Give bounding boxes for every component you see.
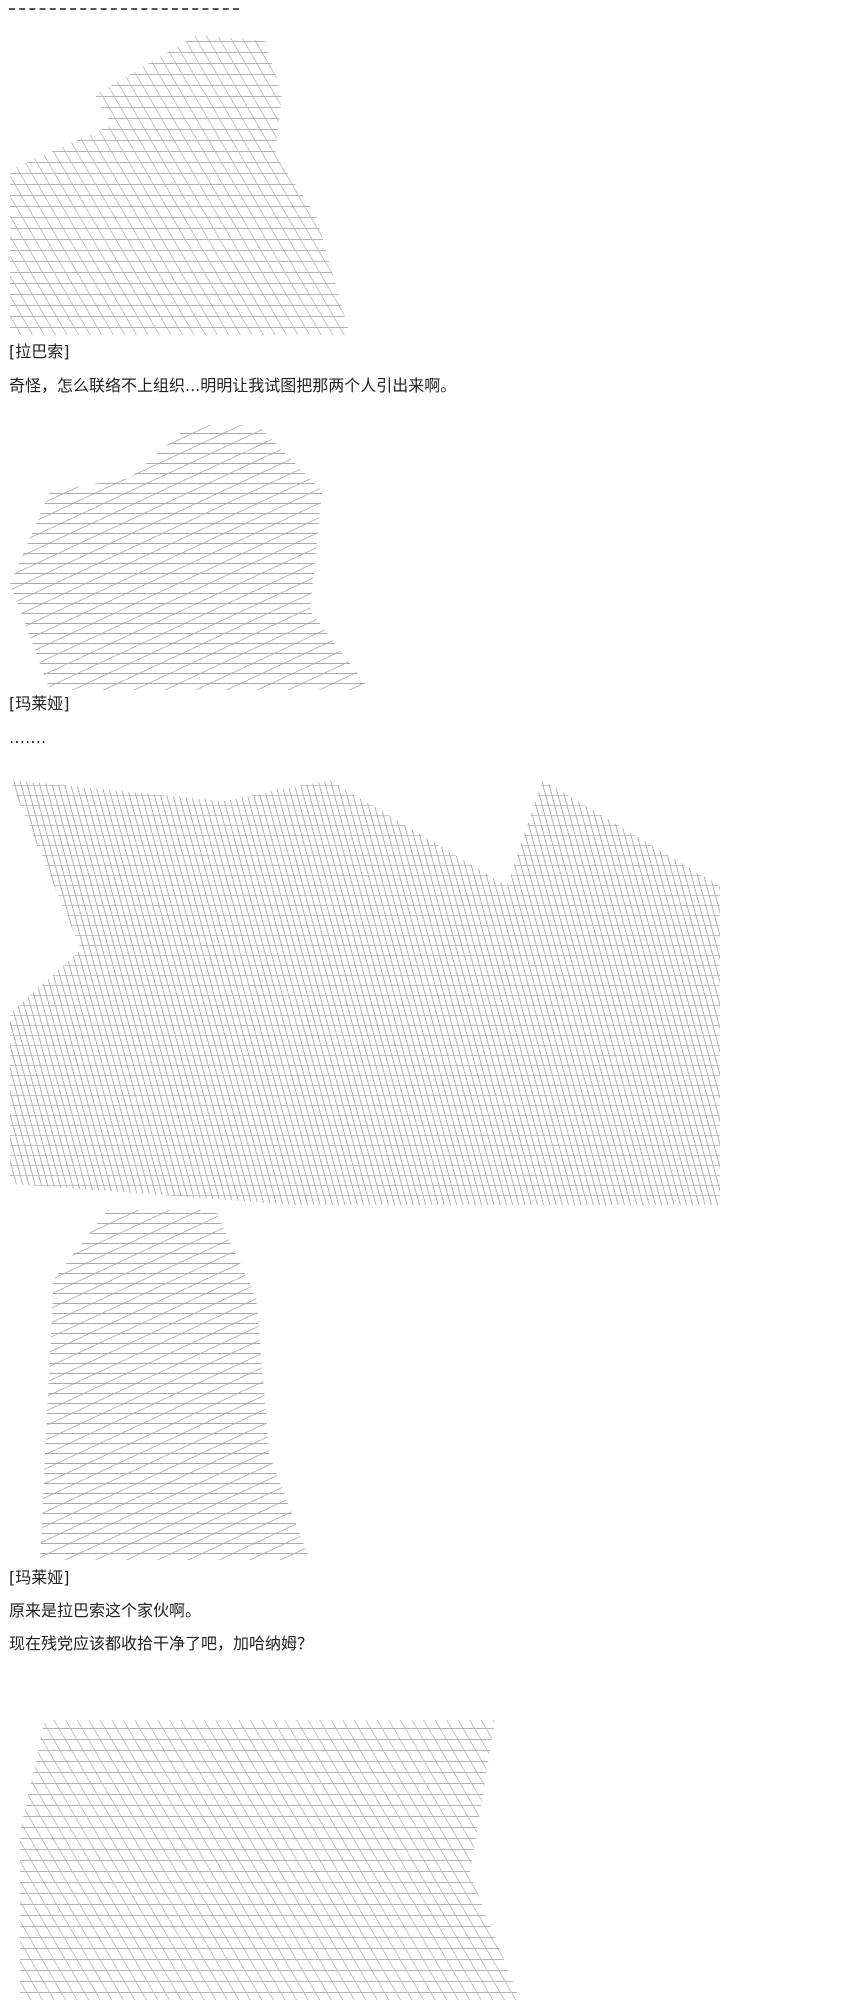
dialogue-line: 原来是拉巴索这个家伙啊。 bbox=[9, 1601, 202, 1620]
speaker-label: [拉巴索] bbox=[9, 342, 70, 361]
dialogue-line: 现在残党应该都收拾干净了吧，加哈纳姆？ bbox=[9, 1634, 314, 1653]
dialogue-line: 奇怪，怎么联络不上组织...明明让我试图把那两个人引出来啊。 bbox=[9, 376, 457, 395]
speaker-label: [玛莱娅] bbox=[9, 1568, 70, 1587]
separator-line bbox=[9, 8, 239, 10]
ascii-art-explosion bbox=[10, 780, 720, 1205]
dialogue-line: ……. bbox=[9, 728, 47, 747]
speaker-label: [玛莱娅] bbox=[9, 694, 70, 713]
ascii-art-rabasso bbox=[10, 35, 350, 335]
ascii-art-character bbox=[20, 1720, 520, 2000]
ascii-art-maleia-closeup bbox=[40, 1210, 310, 1560]
ascii-art-maleia bbox=[10, 425, 370, 690]
